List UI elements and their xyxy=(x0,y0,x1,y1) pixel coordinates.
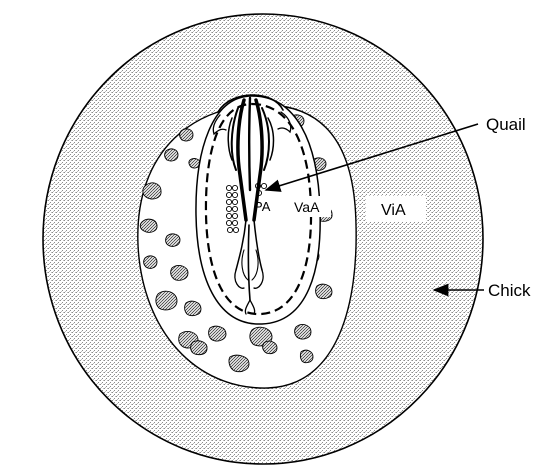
label-pa: PA xyxy=(254,199,271,214)
label-quail: Quail xyxy=(486,115,526,134)
label-via: ViA xyxy=(381,202,406,219)
label-chick: Chick xyxy=(488,281,531,300)
label-vaa: VaA xyxy=(294,199,320,215)
